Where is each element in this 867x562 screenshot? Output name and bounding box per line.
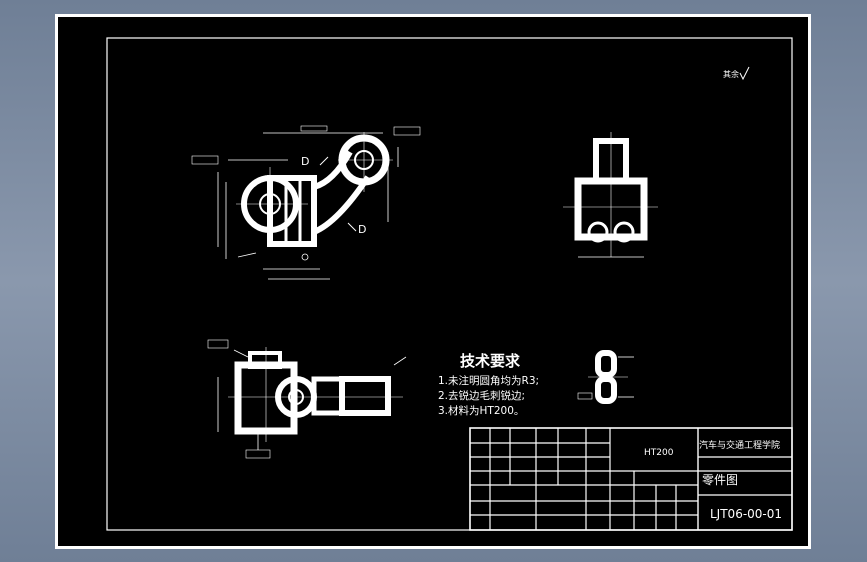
section-label-right: D (358, 223, 366, 236)
drawing-number: LJT06-00-01 (710, 507, 782, 521)
tech-req-item-2: 2.去锐边毛刺锐边; (438, 389, 525, 402)
side-view (563, 132, 658, 258)
inner-frame (106, 37, 793, 531)
section-label-left: D (301, 155, 309, 168)
tech-req-title: 技术要求 (460, 352, 521, 370)
school-name: 汽车与交通工程学院 (699, 439, 780, 451)
front-view (191, 125, 421, 280)
material-label: HT200 (644, 448, 674, 458)
top-view (207, 339, 407, 459)
drawing-sheet: 其余 D D (55, 14, 811, 549)
cad-drawing: 其余 D D (106, 37, 793, 531)
tech-req-item-1: 1.未注明圆角均为R3; (438, 374, 539, 387)
tech-req-item-3: 3.材料为HT200。 (438, 404, 524, 417)
detail-section (577, 350, 634, 404)
roughness-mark-text: 其余 (723, 69, 739, 79)
title-block (469, 427, 793, 531)
roughness-symbol-icon (739, 66, 750, 81)
drawing-name: 零件图 (702, 473, 738, 487)
